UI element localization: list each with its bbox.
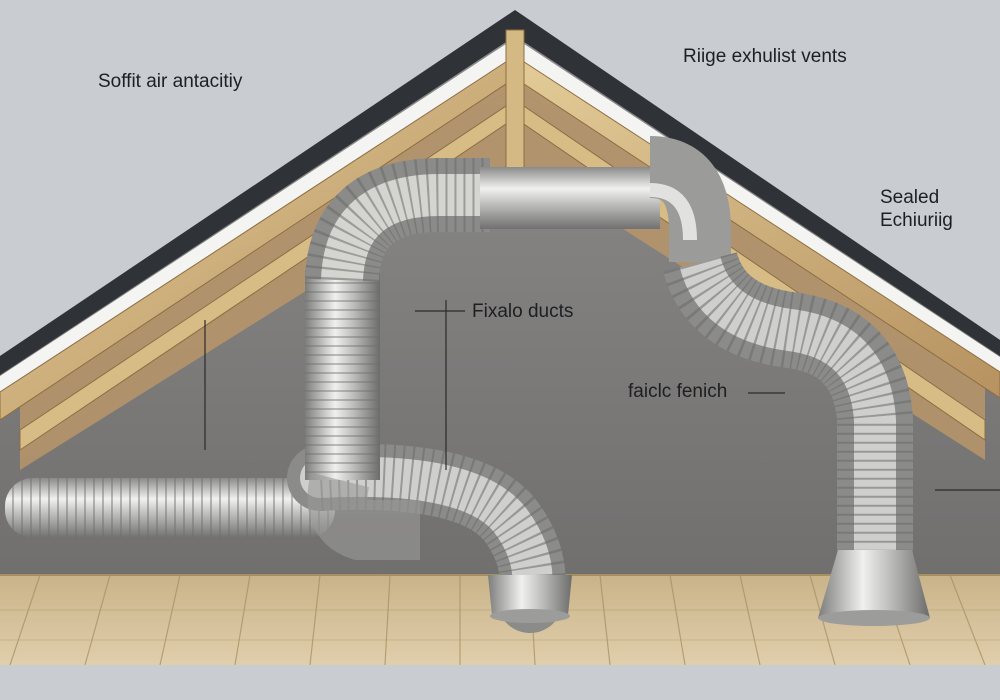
label-sealed-line2: Echiuriig [880, 209, 953, 231]
leader-lines [415, 300, 1000, 491]
label-sealed: Sealed Echiuriig [880, 187, 953, 233]
flex-duct-riser-left [305, 270, 420, 560]
flex-duct-elbow-upper [305, 158, 490, 283]
flex-duct-horizontal [5, 478, 335, 538]
duct-top-smooth [480, 136, 731, 262]
floor-boot-left [488, 575, 572, 623]
label-fabric: faiclc fenich [628, 381, 728, 402]
flex-duct-right [663, 250, 913, 560]
label-ridge-vents: Riige exhulist vents [683, 46, 847, 67]
label-sealed-line1: Sealed [880, 187, 940, 208]
flex-duct-elbow-lower [287, 443, 566, 633]
label-soffit: Soffit air antacitiy [98, 71, 243, 92]
floor-boot-right [818, 550, 930, 626]
label-ducts: Fixalo ducts [472, 301, 574, 322]
